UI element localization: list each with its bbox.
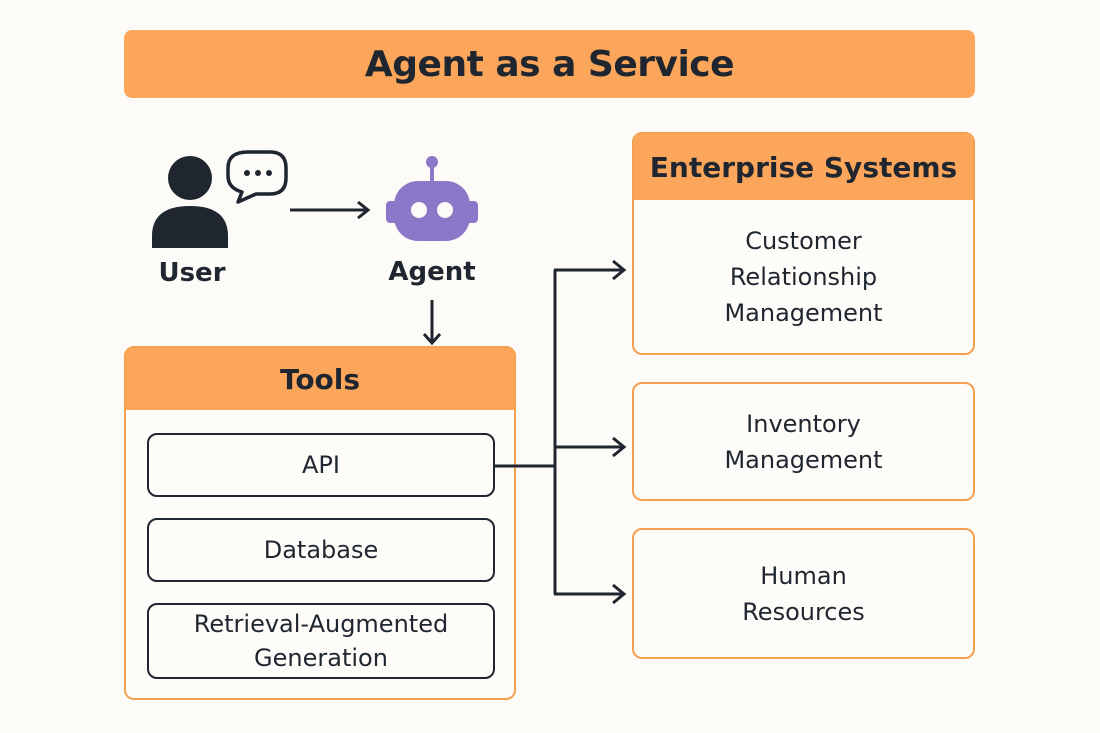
enterprise-panel: Enterprise Systems Customer Relationship… [632, 132, 975, 355]
arrow-to-crm [554, 259, 627, 281]
tools-panel: Tools API Database Retrieval-Augmented G… [124, 346, 516, 700]
agent-label: Agent [388, 257, 476, 287]
tool-item-database[interactable]: Database [147, 518, 495, 582]
enterprise-heading: Enterprise Systems [634, 134, 973, 200]
tool-item-api[interactable]: API [147, 433, 495, 497]
chat-bubble-icon [226, 150, 288, 204]
arrow-to-inventory [554, 436, 627, 458]
user-label: User [158, 258, 226, 288]
user-icon [152, 150, 288, 248]
arrow-right-icon [290, 200, 371, 220]
tools-heading: Tools [126, 348, 514, 410]
arrow-to-hr [554, 583, 627, 605]
enterprise-item-inventory[interactable]: Inventory Management [632, 382, 975, 501]
enterprise-item-crm[interactable]: Customer Relationship Management [724, 226, 883, 327]
diagram-title: Agent as a Service [124, 30, 975, 98]
arrow-down-icon [422, 300, 442, 346]
robot-icon [386, 156, 478, 241]
tool-item-rag[interactable]: Retrieval-Augmented Generation [147, 603, 495, 679]
enterprise-item-hr[interactable]: Human Resources [632, 528, 975, 659]
